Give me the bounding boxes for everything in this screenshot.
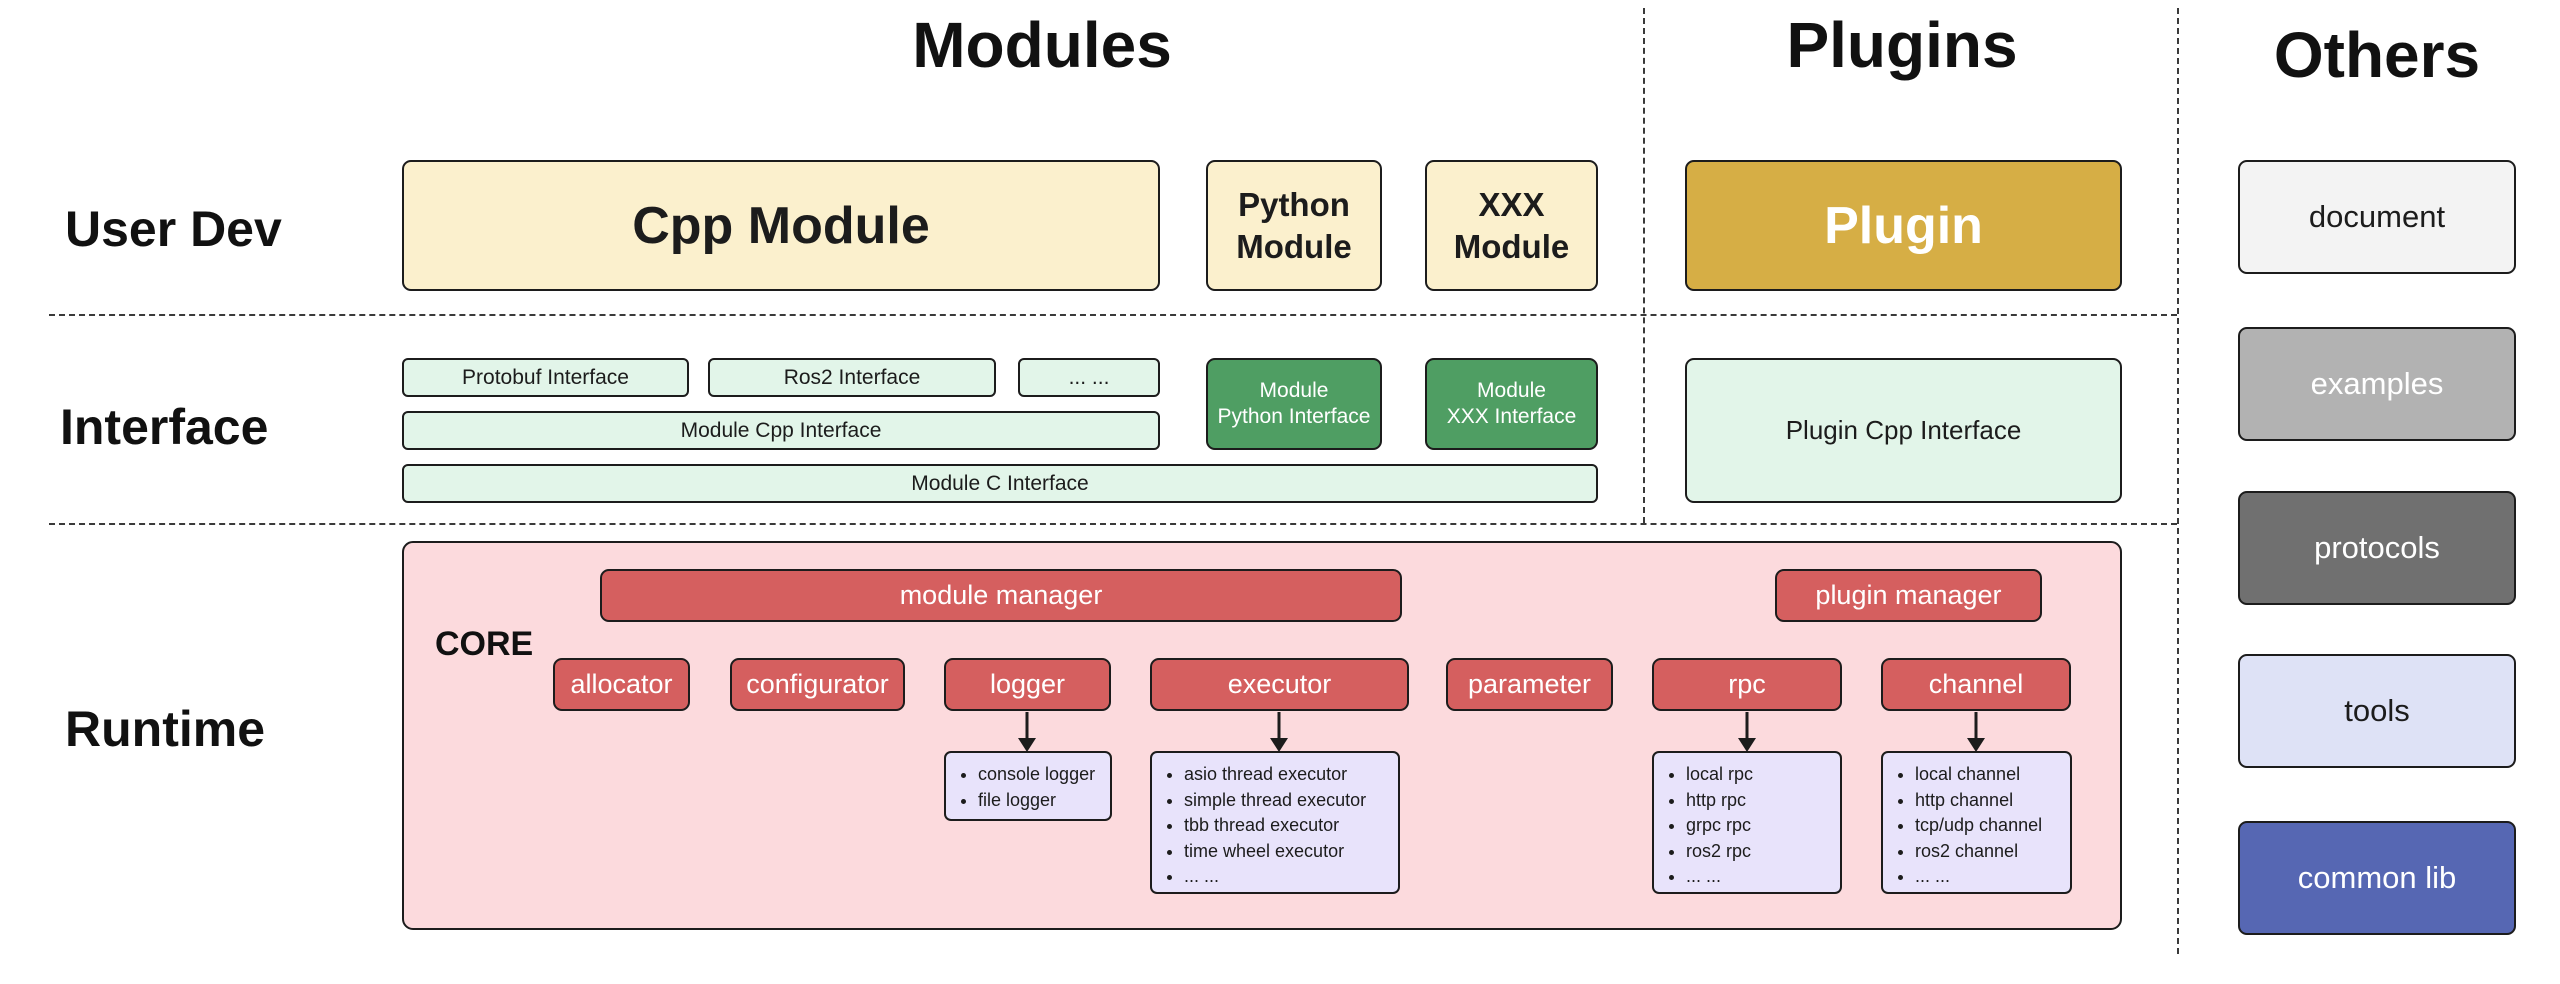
list-item: simple thread executor: [1184, 788, 1392, 814]
list-item: local rpc: [1686, 762, 1834, 788]
cpp-module-box: Cpp Module: [402, 160, 1160, 291]
list-item: ... ...: [1686, 864, 1834, 890]
list-item: ... ...: [1184, 864, 1392, 890]
others-examples-box: examples: [2238, 327, 2516, 441]
list-item: grpc rpc: [1686, 813, 1834, 839]
list-item: http channel: [1915, 788, 2064, 814]
list-item: local channel: [1915, 762, 2064, 788]
others-document-box: document: [2238, 160, 2516, 274]
module-c-interface-box: Module C Interface: [402, 464, 1598, 503]
plugin-manager-box: plugin manager: [1775, 569, 2042, 622]
others-common-lib-box: common lib: [2238, 821, 2516, 935]
module-python-interface-box: Module Python Interface: [1206, 358, 1382, 450]
others-tools-box: tools: [2238, 654, 2516, 768]
component-box-executor: executor: [1150, 658, 1409, 711]
list-item: http rpc: [1686, 788, 1834, 814]
executor-impl-list: asio thread executor simple thread execu…: [1150, 751, 1400, 894]
down-arrow-icon: [1266, 712, 1292, 752]
list-item: tbb thread executor: [1184, 813, 1392, 839]
component-box-parameter: parameter: [1446, 658, 1613, 711]
row-label-runtime: Runtime: [65, 701, 265, 757]
divider-plugins-others: [2177, 8, 2179, 954]
core-label: CORE: [435, 625, 534, 663]
down-arrow-icon: [1014, 712, 1040, 752]
channel-impl-list: local channel http channel tcp/udp chann…: [1881, 751, 2072, 894]
row-label-interface: Interface: [60, 399, 269, 455]
divider-interface-runtime: [49, 523, 2177, 525]
list-item: ... ...: [1915, 864, 2064, 890]
divider-userdev-interface: [49, 314, 2177, 316]
component-box-configurator: configurator: [730, 658, 905, 711]
module-cpp-interface-box: Module Cpp Interface: [402, 411, 1160, 450]
list-item: ros2 channel: [1915, 839, 2064, 865]
ros2-interface-box: Ros2 Interface: [708, 358, 996, 397]
list-item: console logger: [978, 762, 1104, 788]
plugin-cpp-interface-box: Plugin Cpp Interface: [1685, 358, 2122, 503]
python-module-box: Python Module: [1206, 160, 1382, 291]
list-item: file logger: [978, 788, 1104, 814]
xxx-module-box: XXX Module: [1425, 160, 1598, 291]
others-header: Others: [2273, 19, 2481, 91]
list-item: ros2 rpc: [1686, 839, 1834, 865]
module-manager-box: module manager: [600, 569, 1402, 622]
modules-header: Modules: [912, 9, 1172, 81]
component-box-logger: logger: [944, 658, 1111, 711]
list-item: asio thread executor: [1184, 762, 1392, 788]
plugin-box: Plugin: [1685, 160, 2122, 291]
plugins-header: Plugins: [1786, 9, 2018, 81]
down-arrow-icon: [1734, 712, 1760, 752]
others-protocols-box: protocols: [2238, 491, 2516, 605]
component-box-allocator: allocator: [553, 658, 690, 711]
component-box-channel: channel: [1881, 658, 2071, 711]
list-item: tcp/udp channel: [1915, 813, 2064, 839]
component-box-rpc: rpc: [1652, 658, 1842, 711]
logger-impl-list: console logger file logger: [944, 751, 1112, 821]
rpc-impl-list: local rpc http rpc grpc rpc ros2 rpc ...…: [1652, 751, 1842, 894]
divider-modules-plugins: [1643, 8, 1645, 523]
more-interfaces-box: ... ...: [1018, 358, 1160, 397]
row-label-user-dev: User Dev: [65, 201, 282, 257]
down-arrow-icon: [1963, 712, 1989, 752]
list-item: time wheel executor: [1184, 839, 1392, 865]
module-xxx-interface-box: Module XXX Interface: [1425, 358, 1598, 450]
protobuf-interface-box: Protobuf Interface: [402, 358, 689, 397]
